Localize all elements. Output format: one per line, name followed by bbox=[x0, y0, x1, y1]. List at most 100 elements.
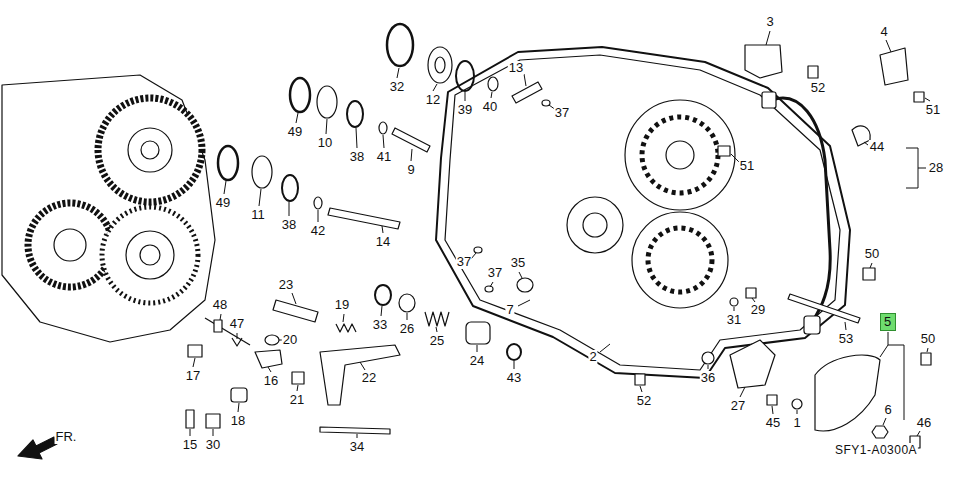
callout-number: 44 bbox=[869, 140, 885, 154]
gear-hub bbox=[128, 128, 172, 172]
bolt bbox=[808, 66, 818, 78]
pin bbox=[214, 320, 222, 332]
callout-number: 24 bbox=[469, 354, 485, 368]
small-cylinder bbox=[265, 335, 279, 345]
callout-number: 13 bbox=[508, 61, 524, 75]
small-ring bbox=[488, 77, 498, 91]
callout-number: 30 bbox=[205, 438, 221, 452]
callout-number: 35 bbox=[510, 256, 526, 270]
case-gasket bbox=[436, 47, 850, 378]
connector bbox=[762, 92, 776, 108]
disc-inner bbox=[435, 57, 445, 73]
callout-number: 23 bbox=[278, 278, 294, 292]
callout-number: 37 bbox=[487, 266, 503, 280]
callout-number: 31 bbox=[726, 313, 742, 327]
callout-number: 14 bbox=[375, 235, 391, 249]
gear-hub bbox=[54, 229, 86, 261]
sensor bbox=[730, 340, 775, 388]
long-pin bbox=[328, 208, 400, 229]
callout-number: 1 bbox=[792, 416, 801, 430]
seal bbox=[399, 294, 415, 312]
callout-number: 52 bbox=[810, 81, 826, 95]
callout-number: 34 bbox=[349, 440, 365, 454]
clip bbox=[206, 414, 220, 428]
callout-number: 25 bbox=[429, 334, 445, 348]
callout-number: 29 bbox=[750, 303, 766, 317]
o-ring bbox=[456, 61, 474, 91]
callout-number: 40 bbox=[482, 100, 498, 114]
callout-number: 7 bbox=[505, 303, 514, 317]
callout-number: 27 bbox=[730, 399, 746, 413]
callout-number: 38 bbox=[349, 150, 365, 164]
case-bore bbox=[583, 213, 607, 237]
bracket bbox=[880, 48, 908, 85]
small-ring bbox=[379, 122, 387, 134]
callout-number: 53 bbox=[838, 332, 854, 346]
nut bbox=[702, 352, 714, 364]
case-boss bbox=[567, 197, 623, 253]
callout-number: 5 bbox=[881, 314, 895, 330]
callout-number: 16 bbox=[263, 374, 279, 388]
callout-number: 42 bbox=[310, 224, 326, 238]
wire-harness bbox=[772, 98, 830, 322]
callout-number: 9 bbox=[406, 163, 415, 177]
pin bbox=[512, 82, 542, 103]
callout-number: 28 bbox=[928, 161, 944, 175]
grommet bbox=[792, 399, 802, 409]
lever bbox=[320, 345, 400, 405]
callout-number: 50 bbox=[864, 247, 880, 261]
callout-number: 15 bbox=[182, 438, 198, 452]
callout-number: 49 bbox=[215, 196, 231, 210]
callout-number: 51 bbox=[739, 159, 755, 173]
group-line-5 bbox=[880, 332, 904, 420]
washer bbox=[485, 286, 493, 292]
cover-plate bbox=[815, 355, 880, 431]
callout-number: 20 bbox=[282, 333, 298, 347]
snap-ring bbox=[218, 146, 238, 180]
bracket bbox=[745, 45, 782, 78]
bushing bbox=[517, 278, 533, 292]
spring bbox=[336, 324, 356, 332]
bolt bbox=[186, 410, 194, 428]
callout-number: 50 bbox=[920, 332, 936, 346]
washer bbox=[474, 247, 482, 253]
lever bbox=[255, 350, 282, 368]
bolt bbox=[746, 288, 756, 298]
callout-number: 6 bbox=[883, 403, 892, 417]
spring bbox=[425, 312, 449, 326]
pin bbox=[292, 372, 304, 384]
callout-number: 41 bbox=[376, 150, 392, 164]
pin bbox=[392, 128, 430, 152]
callout-number: 17 bbox=[185, 369, 201, 383]
callout-number: 45 bbox=[765, 416, 781, 430]
callout-number: 46 bbox=[916, 416, 932, 430]
callout-number: 47 bbox=[229, 317, 245, 331]
snap-ring bbox=[387, 24, 413, 66]
bolt bbox=[767, 395, 777, 405]
gear-housing bbox=[2, 75, 215, 342]
callout-number: 19 bbox=[334, 298, 350, 312]
converter-bell bbox=[625, 100, 735, 210]
callout-number: 39 bbox=[457, 103, 473, 117]
fr-arrow bbox=[18, 437, 57, 459]
callout-number: 4 bbox=[879, 25, 888, 39]
shaft-end bbox=[188, 345, 202, 357]
case-boss bbox=[632, 212, 728, 308]
clutch-drum bbox=[102, 207, 198, 303]
harness-clip bbox=[852, 126, 870, 146]
shaft bbox=[205, 318, 250, 345]
bolt bbox=[718, 146, 730, 156]
bearing bbox=[252, 156, 272, 188]
callout-number: 22 bbox=[361, 371, 377, 385]
main-case bbox=[445, 55, 840, 370]
callout-number: 10 bbox=[317, 136, 333, 150]
nut bbox=[730, 298, 738, 306]
bearing bbox=[317, 86, 337, 118]
callout-number: 37 bbox=[456, 255, 472, 269]
callout-number: 49 bbox=[287, 125, 303, 139]
callout-number: 33 bbox=[372, 318, 388, 332]
callout-number: 52 bbox=[636, 394, 652, 408]
